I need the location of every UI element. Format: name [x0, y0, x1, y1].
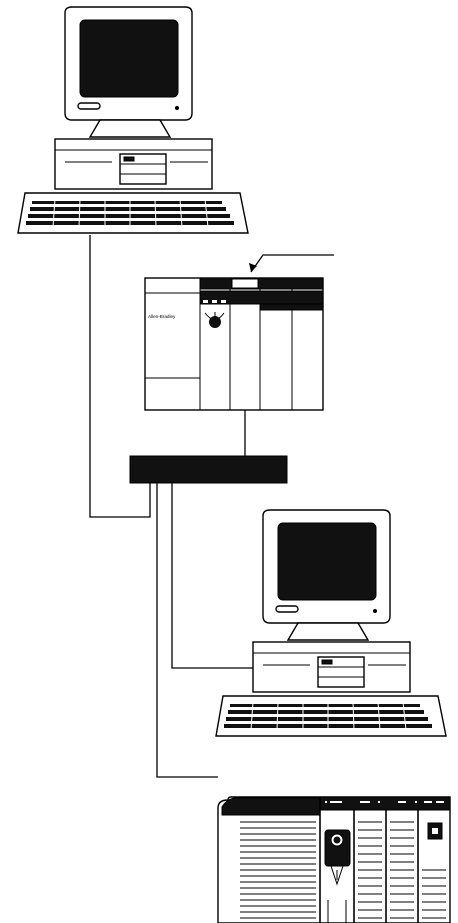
wire-switch-to-chassis: [157, 483, 218, 777]
network-switch: [130, 456, 287, 483]
keyboard-icon: [216, 696, 446, 736]
computer-workstation-1: [18, 7, 248, 233]
plc-brand-label: Allen-Bradley: [148, 314, 176, 319]
controllogix-chassis: [218, 797, 450, 923]
monitor-screen: [80, 20, 178, 97]
network-switch-icon: [130, 456, 287, 483]
computer-icon: [18, 7, 248, 233]
plc-chassis: Allen-Bradley: [145, 278, 323, 410]
computer-workstation-2: [216, 510, 446, 736]
callout-leader-line: [251, 255, 334, 272]
monitor-screen: [278, 523, 376, 600]
plc-chassis-icon: Allen-Bradley: [145, 278, 323, 410]
keyboard-icon: [18, 193, 248, 233]
wire-switch-to-computer2: [172, 483, 262, 668]
controllogix-chassis-icon: [218, 797, 450, 923]
computer-icon: [216, 510, 446, 736]
